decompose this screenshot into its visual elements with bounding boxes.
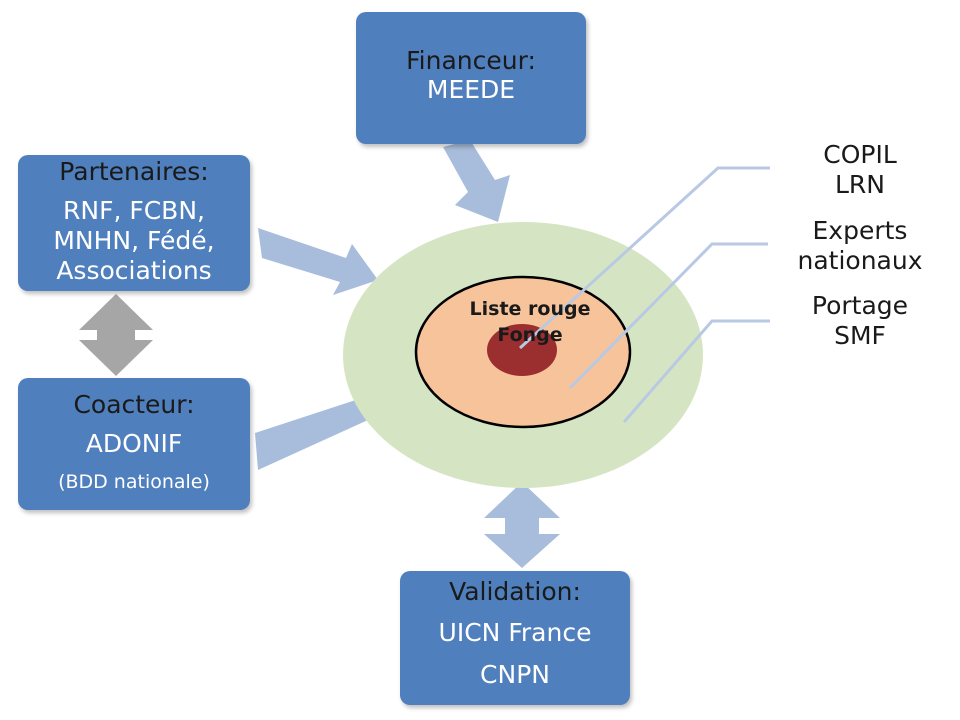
arrow-financeur-to-center	[443, 140, 510, 222]
partenaires-line2: MNHN, Fédé,	[53, 226, 215, 255]
coacteur-note: (BDD nationale)	[58, 471, 210, 493]
core-circle	[487, 324, 557, 376]
label-portage-line2: SMF	[834, 321, 886, 350]
label-experts-line2: nationaux	[797, 246, 923, 275]
financeur-box: Financeur: MEEDE	[356, 12, 586, 144]
coacteur-title: Coacteur:	[73, 390, 195, 419]
double-arrow-partenaires-coacteur	[79, 294, 153, 376]
label-portage-line1: Portage	[811, 291, 909, 320]
label-experts: Experts nationaux	[772, 216, 948, 276]
leader-line-copil	[518, 166, 770, 350]
label-copil: COPIL LRN	[790, 140, 930, 200]
center-label-line1: Liste rouge	[469, 298, 591, 320]
financeur-name: MEEDE	[426, 75, 516, 104]
label-portage: Portage SMF	[785, 291, 935, 351]
center-label-line2: Fonge	[497, 324, 563, 346]
validation-line2: CNPN	[480, 660, 550, 689]
leader-line-portage	[622, 319, 770, 423]
coacteur-name: ADONIF	[85, 429, 183, 458]
partenaires-line3: Associations	[56, 256, 212, 285]
partenaires-box: Partenaires: RNF, FCBN, MNHN, Fédé, Asso…	[18, 155, 250, 291]
leader-line-experts	[568, 242, 768, 390]
financeur-title: Financeur:	[406, 46, 536, 75]
double-arrow-center-validation	[484, 482, 560, 568]
validation-title: Validation:	[449, 577, 581, 606]
center-label: Liste rouge Fonge	[440, 296, 620, 348]
arrow-partenaires-to-center	[258, 228, 378, 295]
label-copil-line1: COPIL	[823, 140, 897, 169]
validation-line1: UICN France	[438, 618, 592, 647]
partenaires-title: Partenaires:	[59, 157, 209, 186]
coacteur-box: Coacteur: ADONIF (BDD nationale)	[18, 378, 250, 510]
label-copil-line2: LRN	[835, 170, 885, 199]
label-experts-line1: Experts	[812, 216, 908, 245]
validation-box: Validation: UICN France CNPN	[400, 571, 630, 705]
partenaires-line1: RNF, FCBN,	[63, 196, 205, 225]
